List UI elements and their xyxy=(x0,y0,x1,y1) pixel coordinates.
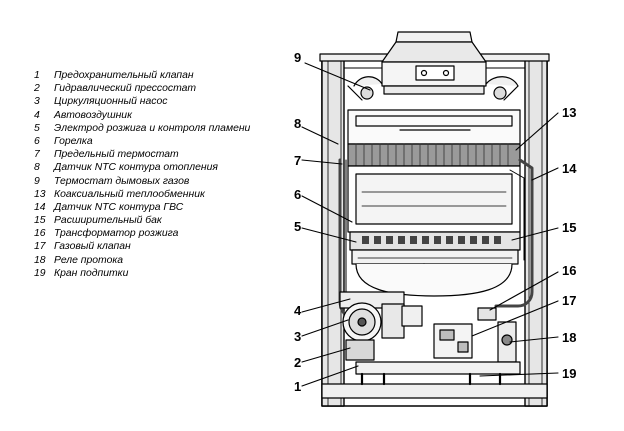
callout-3: 3 xyxy=(294,329,301,344)
legend-item: 9 Термостат дымовых газов xyxy=(34,175,284,188)
legend-number: 14 xyxy=(34,201,46,213)
legend-text: Горелка xyxy=(54,135,93,147)
legend: 1 Предохранительный клапан 2 Гидравлически… xyxy=(34,69,284,280)
legend-text: Реле протока xyxy=(54,254,124,266)
legend-text: Кран подпитки xyxy=(54,267,129,279)
legend-item: 1 Предохранительный клапан xyxy=(34,69,284,82)
legend-text: Предельный термостат xyxy=(54,149,179,161)
callout-13: 13 xyxy=(562,105,576,120)
burner xyxy=(349,231,521,265)
legend-item: 17 Газовый клапан xyxy=(34,240,284,253)
legend-text: Предохранительный клапан xyxy=(54,70,194,81)
legend-number: 6 xyxy=(34,135,40,147)
combustion-chamber xyxy=(347,109,521,233)
callout-18: 18 xyxy=(562,330,576,345)
legend-text: Газовый клапан xyxy=(54,241,131,253)
callout-8: 8 xyxy=(294,116,301,131)
legend-number: 18 xyxy=(34,254,46,266)
legend-number: 1 xyxy=(34,70,40,81)
legend-item: 7 Предельный термостат xyxy=(34,148,284,161)
callout-2: 2 xyxy=(294,355,301,370)
legend-item: 5 Электрод розжига и контроля пламени xyxy=(34,122,284,135)
flue-fan xyxy=(347,31,519,101)
legend-number: 2 xyxy=(34,83,40,95)
callout-9: 9 xyxy=(294,50,301,65)
legend-item: 14 Датчик NTC контура ГВС xyxy=(34,201,284,214)
callout-16: 16 xyxy=(562,263,576,278)
circulation-pump xyxy=(339,291,405,361)
callout-17: 17 xyxy=(562,293,576,308)
legend-number: 3 xyxy=(34,96,40,108)
expansion-vessel xyxy=(355,263,513,297)
callout-7: 7 xyxy=(294,153,301,168)
legend-item: 18 Реле протока xyxy=(34,254,284,267)
legend-item: 2 Гидравлический прессостат xyxy=(34,82,284,95)
legend-number: 17 xyxy=(34,241,46,253)
legend-item: 3 Циркуляционный насос xyxy=(34,95,284,108)
legend-text: Циркуляционный насос xyxy=(54,96,168,108)
legend-text: Электрод розжига и контроля пламени xyxy=(54,122,251,134)
callout-5: 5 xyxy=(294,219,301,234)
legend-number: 8 xyxy=(34,162,40,174)
callout-14: 14 xyxy=(562,161,577,176)
callout-15: 15 xyxy=(562,220,576,235)
legend-item: 16 Трансформатор розжига xyxy=(34,227,284,240)
legend-text: Датчик NTC контура ГВС xyxy=(54,201,184,213)
legend-number: 5 xyxy=(34,122,40,134)
legend-text: Гидравлический прессостат xyxy=(54,83,197,95)
legend-text: Коаксиальный теплообменник xyxy=(54,188,205,200)
legend-item: 8 Датчик NTC контура отопления xyxy=(34,161,284,174)
legend-text: Автовоздушник xyxy=(54,109,132,121)
callout-4: 4 xyxy=(294,303,302,318)
legend-text: Трансформатор розжига xyxy=(54,228,179,240)
legend-number: 19 xyxy=(34,267,46,279)
callout-1: 1 xyxy=(294,379,301,394)
legend-number: 7 xyxy=(34,149,40,161)
legend-item: 6 Горелка xyxy=(34,135,284,148)
lower-components xyxy=(355,305,521,386)
legend-item: 15 Расширительный бак xyxy=(34,214,284,227)
legend-number: 15 xyxy=(34,215,46,227)
callout-6: 6 xyxy=(294,187,301,202)
legend-item: 19 Кран подпитки xyxy=(34,267,284,280)
callout-19: 19 xyxy=(562,366,576,381)
legend-number: 13 xyxy=(34,188,46,200)
legend-text: Расширительный бак xyxy=(54,215,162,227)
legend-text: Датчик NTC контура отопления xyxy=(54,162,218,174)
legend-text: Термостат дымовых газов xyxy=(54,175,190,187)
legend-number: 4 xyxy=(34,109,40,121)
legend-number: 9 xyxy=(34,175,40,187)
legend-number: 16 xyxy=(34,228,46,240)
callout-labels: 9 8 7 6 5 4 3 2 1 13 14 15 16 17 18 19 xyxy=(294,50,577,394)
legend-item: 13 Коаксиальный теплообменник xyxy=(34,188,284,201)
legend-item: 4 Автовоздушник xyxy=(34,109,284,122)
leader-lines xyxy=(301,62,559,387)
